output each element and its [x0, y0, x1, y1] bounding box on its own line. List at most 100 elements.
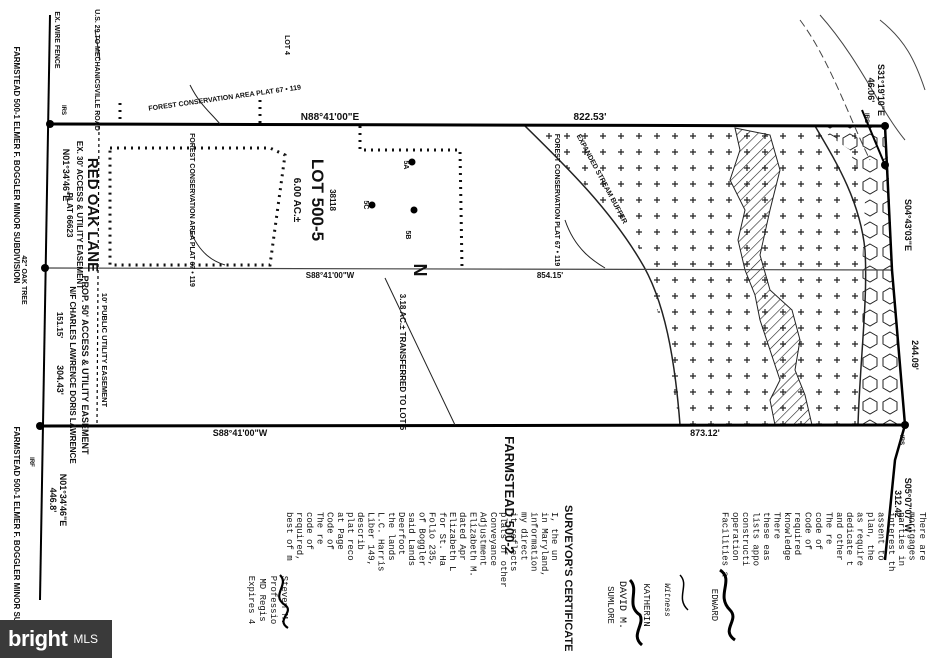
right-bot-bearing: S05°07'07"W: [903, 478, 913, 533]
well-5c: [368, 201, 376, 209]
bearing-bottom: S88°41'00"W: [213, 428, 268, 438]
note-line: assent to: [875, 512, 885, 561]
creek-curve-right-2: [819, 14, 906, 141]
well-5c-label: 5C: [362, 201, 369, 210]
note-line: dedicate t: [844, 512, 854, 566]
note-line: required: [792, 512, 802, 555]
right-mid-bearing: S04°43'03"E: [903, 199, 913, 251]
leader-fca-top: [189, 84, 221, 125]
easement-line: [96, 125, 100, 426]
dist-left-151: 151.15': [55, 312, 64, 338]
iron-marker: [881, 122, 889, 130]
note-line: The re: [314, 512, 324, 544]
dist-left-bottom: 446.8': [48, 488, 58, 513]
right-top-segment: [861, 109, 886, 166]
dist-mid: 854.15': [537, 271, 563, 280]
iron-marker: [881, 161, 889, 169]
surveyor-title: SURVEYOR'S CERTIFICATE: [562, 505, 574, 651]
note-line: constructi: [740, 512, 750, 566]
note-line: said Lands: [406, 512, 416, 566]
lot-label: LOT 500-5: [308, 159, 327, 241]
note-line: these eas: [761, 512, 771, 561]
owner-name-2: DAVID M.: [616, 581, 627, 629]
note-line: Liber 149,: [365, 512, 375, 566]
well-5b: [410, 206, 418, 214]
signature-owner-2: [628, 578, 644, 647]
note-line: best of m: [284, 512, 294, 561]
iron-marker: [46, 120, 54, 128]
well-5b-label: 5B: [404, 231, 411, 240]
signature-owner-3: [679, 574, 689, 611]
stream-buffer-line: [524, 125, 681, 426]
note-line: Code of: [325, 512, 335, 550]
note-line: for St. Ha: [437, 512, 447, 567]
fca-left-label: FOREST CONSERVATION AREA PLAT 67 • 119: [188, 133, 195, 287]
note-line: plat reco: [345, 512, 355, 561]
dist-left-mid: 304.43': [55, 365, 65, 395]
road-easement: EX. 30' ACCESS & UTILITY EASEMENT: [75, 141, 84, 289]
hex-pattern-area: [815, 126, 905, 425]
note-line: I, the un: [549, 512, 559, 561]
note-line: parties in: [896, 512, 906, 566]
iron-marker: [41, 264, 49, 272]
owner-name-3: SUMLORE: [605, 586, 615, 624]
note-line: plan, the: [865, 512, 875, 561]
neighbor-owner: N/F CHARLES LAWRENCE DORIS LAWRENCE: [68, 286, 77, 464]
note-line: There are: [917, 512, 927, 561]
lot-area: 6.00 AC.±: [291, 178, 302, 223]
leader-fca-left: [189, 229, 226, 266]
public-utility-easement: 10' PUBLIC UTILITY EASEMENT: [100, 293, 109, 408]
owner-name-1: KATHERIN: [641, 583, 651, 626]
hex-boundary: [814, 125, 867, 426]
leader-transfer: [384, 277, 456, 426]
prop-access-easement: PROP. 50' ACCESS & UTILITY EASEMENT: [80, 275, 90, 455]
note-line: Deerfoot: [396, 512, 406, 555]
note-line: interest th: [886, 512, 896, 571]
lot-4-label: LOT 4: [283, 35, 290, 55]
iron-marker: [901, 421, 909, 429]
irs-label: IRS: [863, 113, 869, 123]
property-line-top: [49, 122, 886, 128]
note-line: knowledge: [782, 512, 792, 561]
irs-label: IRS: [898, 435, 904, 445]
bearing-mid: S88°41'00"W: [306, 271, 355, 280]
irf-label: IRF: [28, 457, 34, 467]
iron-marker: [36, 422, 44, 430]
note-line: plats of other: [498, 512, 508, 588]
well-5a-label: 5A: [402, 161, 409, 170]
note-line: required,: [294, 512, 304, 561]
note-line: L.C. Harris: [376, 512, 386, 571]
surveyor-notes: SURVEYOR'S CERTIFICATE: [562, 505, 574, 651]
road-name: RED OAK LANE: [84, 158, 101, 272]
signer-expires: Expires 4: [246, 576, 256, 625]
note-line: it reflects: [508, 512, 518, 571]
owner-witness: Witness: [662, 583, 671, 617]
signature-surveyor: [278, 574, 289, 629]
bearing-left-bottom: N01°34'46"E: [58, 474, 68, 527]
wire-fence-label: EX. WIRE FENCE: [53, 11, 60, 69]
note-line: of Boggler: [416, 512, 426, 566]
property-line-bottom: [39, 423, 906, 428]
fca-top-label: FOREST CONSERVATION AREA PLAT 67 • 119: [148, 84, 301, 112]
note-line: There: [771, 512, 781, 539]
lot-line-middle: [44, 267, 893, 271]
note-line: in Maryland,: [539, 512, 549, 577]
oak-tree-label: 42" OAK TREE: [20, 255, 27, 305]
farmstead-label-top: FARMSTEAD 500-1 ELMER F. BOGGLER MINOR S…: [12, 47, 21, 284]
note-line: describ: [355, 512, 365, 550]
bearing-top: N88°41'00"E: [301, 112, 360, 123]
transfer-label: 3.18 AC.± TRANSFERRED TO LOT 5: [398, 294, 407, 431]
signer-reg: MD Regis: [257, 578, 267, 621]
note-line: information: [529, 512, 539, 571]
note-line: mortgages: [907, 512, 917, 561]
note-line: Facilities a: [719, 512, 729, 577]
creek-curve-right: [799, 19, 871, 161]
note-line: lists appo: [751, 512, 761, 566]
farmstead-label-bottom: FARMSTEAD 500-1 ELMER F. BOGGLER MINOR S…: [12, 427, 21, 658]
creek-curve-right-3: [879, 19, 926, 91]
note-line: as require: [855, 512, 865, 566]
